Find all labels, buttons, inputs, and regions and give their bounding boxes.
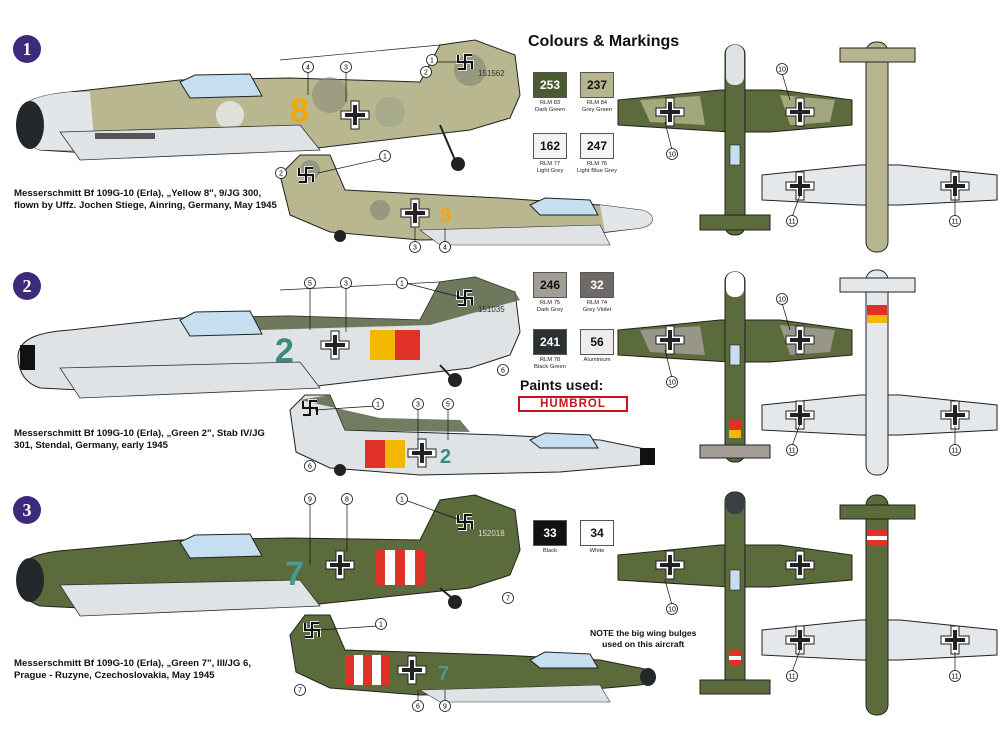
scheme2-top-view (617, 271, 853, 463)
page-title: Colours & Markings (528, 33, 680, 50)
callout: 1 (379, 622, 383, 629)
note-text: NOTE the big wing bulges used on this ai… (590, 628, 696, 649)
swatch-241: 241 (533, 329, 567, 355)
callout: 1 (376, 402, 380, 409)
callout: 10 (778, 297, 786, 304)
callouts-scheme2: 5 3 1 6 1 6 3 5 10 10 11 11 (304, 277, 961, 472)
callout: 3 (416, 402, 420, 409)
scheme3-code-large: 7 (285, 555, 304, 593)
scheme1-bottom-view (761, 41, 998, 253)
caption-line: 301, Stendal, Germany, early 1945 (14, 440, 168, 451)
swatch-253: 253 (533, 72, 567, 98)
scheme3-serial: 152018 (478, 529, 505, 538)
callout: 11 (788, 219, 795, 226)
callout: 7 (506, 596, 510, 603)
swatch-56: 56 (580, 329, 614, 355)
callout: 6 (416, 704, 420, 711)
callout: 4 (306, 65, 310, 72)
caption-line: Prague - Ruzyne, Czechoslovakia, May 194… (14, 670, 215, 681)
callout: 5 (446, 402, 450, 409)
swatch-33-label: Black (542, 548, 558, 554)
scheme3-code-small: 7 (438, 663, 449, 685)
scheme3-top-view (617, 491, 853, 695)
callout: 9 (443, 704, 447, 711)
callouts-scheme1: 1 2 4 3 2 1 3 4 10 10 11 11 (275, 54, 961, 253)
scheme1-code-large: 8 (290, 92, 309, 130)
callout: 10 (668, 607, 676, 614)
callout: 7 (298, 688, 302, 695)
swatch-162: 162 (533, 133, 567, 159)
callout: 2 (424, 70, 428, 77)
swatch-34: 34 (580, 520, 614, 546)
scheme3-side-view-2: 7 (289, 614, 656, 703)
caption-line: Messerschmitt Bf 109G-10 (Erla), „Yellow… (14, 188, 262, 199)
scheme1-caption: Messerschmitt Bf 109G-10 (Erla), „Yellow… (14, 188, 277, 212)
callout: 4 (443, 245, 447, 252)
callout: 11 (951, 448, 958, 455)
callout: 11 (951, 219, 958, 226)
scheme3-bottom-view (761, 494, 998, 716)
scheme2-code-large: 2 (275, 332, 294, 370)
callout: 6 (308, 464, 312, 471)
swatch-32: 32 (580, 272, 614, 298)
callout: 3 (344, 65, 348, 72)
scheme1-side-view: 8 151562 (16, 39, 521, 171)
humbrol-logo: HUMBROL (518, 396, 628, 412)
callout: 9 (308, 497, 312, 504)
scheme1-top-view (617, 44, 853, 236)
callout: 2 (279, 171, 283, 178)
swatch-237: 237 (580, 72, 614, 98)
callout: 1 (383, 154, 387, 161)
scheme2-serial: 151035 (478, 305, 505, 314)
swatch-56-label: Aluminium (583, 357, 611, 363)
swatch-34-label: White (589, 548, 605, 554)
callout: 6 (501, 368, 505, 375)
note-line: NOTE the big wing bulges (590, 628, 697, 638)
caption-line: flown by Uffz. Jochen Stiege, Ainring, G… (14, 200, 277, 211)
paints-used-label: Paints used: (520, 377, 604, 393)
callout: 10 (668, 152, 676, 159)
scheme1-code-small: 8 (440, 205, 451, 227)
scheme2-side-view: 2 151035 (17, 276, 521, 399)
callout: 3 (413, 245, 417, 252)
swatch-247: 247 (580, 133, 614, 159)
scheme1-side-view-2: 8 (279, 154, 653, 246)
caption-line: Messerschmitt Bf 109G-10 (Erla), „Green … (14, 658, 252, 669)
note-line: used on this aircraft (602, 638, 685, 649)
swatch-33: 33 (533, 520, 567, 546)
callout: 1 (400, 497, 404, 504)
callout: 11 (788, 674, 795, 681)
scheme1-serial: 151562 (478, 69, 505, 78)
scheme2-caption: Messerschmitt Bf 109G-10 (Erla), „Green … (14, 428, 265, 452)
callout: 10 (778, 67, 786, 74)
scheme-number-3: 3 (13, 496, 41, 524)
callout: 1 (430, 58, 434, 65)
scheme3-caption: Messerschmitt Bf 109G-10 (Erla), „Green … (14, 658, 251, 682)
caption-line: Messerschmitt Bf 109G-10 (Erla), „Green … (14, 428, 265, 439)
callout: 11 (951, 674, 958, 681)
callout: 8 (345, 497, 349, 504)
callout: 5 (308, 281, 312, 288)
scheme-number-1: 1 (13, 35, 41, 63)
callout: 10 (668, 380, 676, 387)
scheme2-side-view-2: 2 (289, 394, 655, 476)
callout: 11 (788, 448, 795, 455)
scheme2-code-small: 2 (440, 446, 451, 468)
swatch-246: 246 (533, 272, 567, 298)
scheme-number-2: 2 (13, 272, 41, 300)
callout: 1 (400, 281, 404, 288)
scheme2-bottom-view (761, 269, 998, 476)
scheme3-side-view: 7 152018 (16, 494, 521, 617)
callout: 3 (344, 281, 348, 288)
callouts-scheme3: 9 8 1 7 1 7 6 9 10 11 11 (294, 493, 961, 712)
